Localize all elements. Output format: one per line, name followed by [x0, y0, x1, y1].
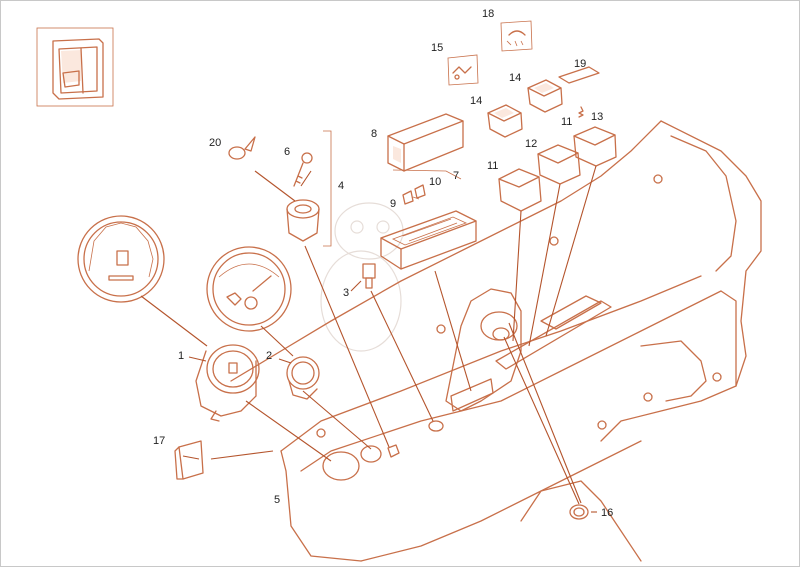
callout-2: 2 — [266, 350, 272, 362]
callout-4: 4 — [338, 180, 344, 192]
fuel-gauge — [286, 356, 320, 400]
callout-11a: 11 — [487, 160, 498, 172]
hydraulic-symbol-icon — [447, 54, 479, 86]
callout-6: 6 — [284, 146, 290, 158]
tachometer-face — [77, 215, 165, 303]
switch-blank-11b — [573, 126, 617, 167]
callout-7: 7 — [453, 170, 459, 182]
ignition-switch — [286, 199, 320, 242]
callout-19: 19 — [574, 58, 586, 70]
fuse-9 — [402, 190, 414, 205]
fuel-gauge-face — [206, 246, 292, 332]
group-bracket-4 — [323, 130, 332, 247]
ignition-key-icon — [293, 152, 313, 187]
grommet-16 — [569, 504, 589, 520]
callout-15: 15 — [431, 42, 443, 54]
callout-1: 1 — [178, 350, 184, 362]
fuel-pump-icon — [226, 292, 242, 306]
callout-9: 9 — [390, 198, 396, 210]
callout-10: 10 — [429, 176, 441, 188]
callout-16: 16 — [601, 507, 613, 519]
switch-blank-11a — [498, 168, 542, 212]
rocker-switch-14a — [487, 104, 523, 138]
callout-labels: 1 2 3 4 5 6 7 8 9 10 11 11 12 13 14 14 1… — [153, 8, 613, 519]
callout-20: 20 — [209, 137, 221, 149]
rocker-switch-14b — [527, 79, 563, 113]
watermark — [320, 202, 404, 352]
callout-8: 8 — [371, 128, 377, 140]
fuse-box-cover — [387, 113, 464, 172]
fuse-10 — [414, 184, 426, 199]
callout-18: 18 — [482, 8, 494, 20]
callout-11b: 11 — [561, 116, 572, 128]
dashboard-panel — [230, 120, 762, 562]
callout-14a: 14 — [470, 95, 482, 107]
tachometer-gauge — [195, 344, 260, 422]
leader-lines — [140, 165, 597, 513]
cab-thumbnail-icon — [36, 27, 114, 107]
callout-17: 17 — [153, 435, 165, 447]
callout-14b: 14 — [509, 72, 521, 84]
cap-20 — [228, 136, 256, 160]
callout-13: 13 — [591, 111, 603, 123]
callout-5: 5 — [274, 494, 280, 506]
callout-12: 12 — [525, 138, 537, 150]
spring-13 — [578, 106, 584, 118]
fuse-box — [380, 210, 477, 270]
cover-17 — [174, 440, 204, 480]
callout-3: 3 — [343, 287, 349, 299]
work-light-symbol-icon — [500, 20, 533, 52]
switch-blank-12 — [537, 144, 581, 185]
warning-light-3 — [362, 263, 376, 289]
label-plate-19 — [558, 66, 600, 84]
